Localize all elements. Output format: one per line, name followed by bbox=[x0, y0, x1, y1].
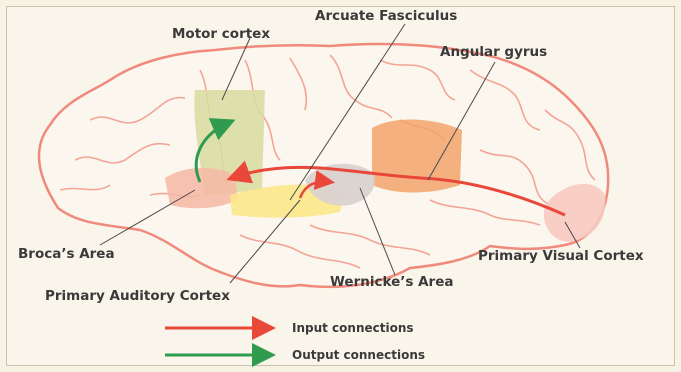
label-primary-visual-cortex: Primary Visual Cortex bbox=[478, 248, 644, 264]
brocas-area-region bbox=[165, 168, 238, 208]
legend-input-label: Input connections bbox=[292, 321, 414, 335]
label-angular-gyrus: Angular gyrus bbox=[440, 44, 547, 60]
label-brocas-area: Broca’s Area bbox=[18, 246, 115, 262]
legend: Input connections Output connections bbox=[165, 321, 425, 362]
label-motor-cortex: Motor cortex bbox=[172, 26, 270, 42]
label-primary-auditory-cortex: Primary Auditory Cortex bbox=[45, 288, 230, 304]
label-arcuate-fasciculus: Arcuate Fasciculus bbox=[315, 8, 457, 24]
legend-output-label: Output connections bbox=[292, 348, 425, 362]
label-wernickes-area: Wernicke’s Area bbox=[330, 274, 453, 290]
